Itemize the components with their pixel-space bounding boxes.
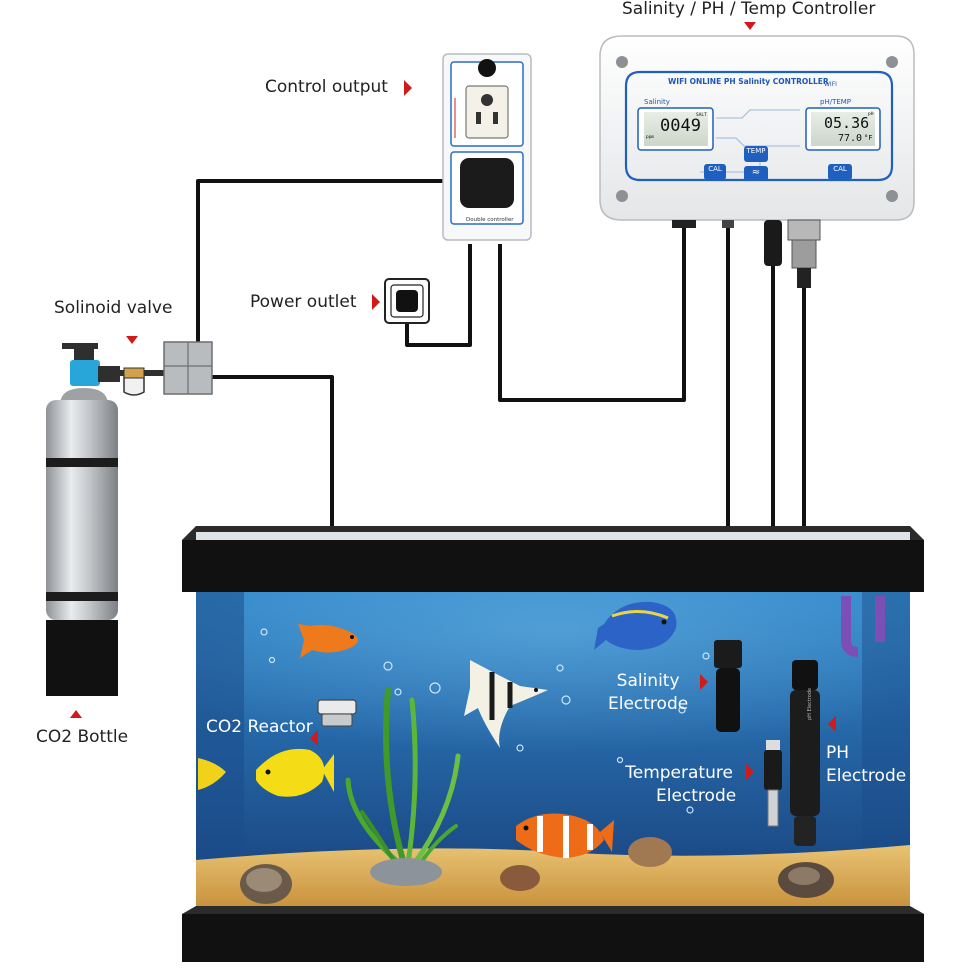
label-power-outlet: Power outlet <box>250 292 357 312</box>
rocks <box>240 837 834 904</box>
label-salinity-line1: Salinity <box>616 671 680 691</box>
temp-button[interactable]: TEMP <box>744 146 768 162</box>
fish-blue-tang <box>594 601 677 650</box>
label-temperature-line1: Temperature <box>625 763 733 783</box>
controller-device <box>599 35 915 288</box>
label-ph-line1: PH <box>826 743 850 763</box>
label-salinity-electrode: Salinity Electrode <box>608 670 688 716</box>
output-box <box>442 53 532 241</box>
marker-control-output <box>404 80 412 96</box>
marker-co2-reactor <box>310 730 318 746</box>
cable-box-to-controller <box>498 224 686 402</box>
wifi-button[interactable]: ≈ <box>744 166 768 181</box>
cal-right-button[interactable]: CAL <box>828 164 852 180</box>
temp-unit: °F <box>864 134 873 142</box>
power-outlet <box>384 278 430 324</box>
label-solenoid-valve: Solinoid valve <box>54 298 173 318</box>
cable-output-to-valve <box>196 179 462 345</box>
salinity-electrode <box>714 640 742 732</box>
salinity-unit: SALT <box>696 113 707 118</box>
co2-reactor <box>317 699 357 727</box>
fish-clownfish <box>516 813 614 858</box>
temp-reading: 77.0 <box>838 133 863 144</box>
fish-angelfish <box>464 660 548 748</box>
fish-yellow-left <box>198 758 226 790</box>
label-control-output: Control output <box>265 77 388 97</box>
marker-controller <box>744 22 756 30</box>
temperature-electrode <box>764 740 782 827</box>
marker-co2-bottle <box>70 710 82 718</box>
fish-orange-small <box>298 624 358 658</box>
pointer-markers <box>70 22 836 780</box>
ph-panel-title: pH/TEMP <box>820 98 852 106</box>
salinity-panel-title: Salinity <box>644 98 670 106</box>
label-temperature-line2: Electrode <box>656 785 737 806</box>
ph-unit: pH <box>868 112 874 117</box>
label-co2-reactor: CO2 Reactor <box>206 717 313 737</box>
label-ph-electrode: PH Electrode <box>826 742 906 788</box>
label-temperature-electrode: Temperature Electrode <box>622 762 736 808</box>
cable-box-to-outlet <box>405 244 472 347</box>
marker-salinity-electrode <box>700 674 708 690</box>
salinity-reading: 0049 <box>660 116 701 136</box>
ph-reading: 05.36 <box>824 114 870 132</box>
label-salinity-line2: Electrode <box>608 693 689 714</box>
ph-electrode-print: pH Electrode <box>807 687 813 720</box>
fish-yellow-tang <box>256 748 334 797</box>
label-ph-line2: Electrode <box>826 765 907 786</box>
salinity-sub-unit: ppm <box>646 135 655 140</box>
solenoid-valve <box>123 341 213 396</box>
marker-solenoid-valve <box>126 336 138 344</box>
marker-ph-electrode <box>828 716 836 732</box>
co2-bottle <box>46 343 160 696</box>
label-controller: Salinity / PH / Temp Controller <box>622 0 876 19</box>
wifi-icon: ≈ <box>751 167 761 178</box>
marker-temperature-electrode <box>746 764 754 780</box>
cal-left-button[interactable]: CAL <box>704 164 726 180</box>
bubbles <box>260 628 710 814</box>
ph-electrode <box>790 660 820 846</box>
label-co2-bottle: CO2 Bottle <box>36 727 129 747</box>
output-box-footer: Double controller <box>466 217 514 223</box>
controller-wifi-label: WIFI <box>824 81 837 88</box>
controller-brand-title: WIFI ONLINE PH Salinity CONTROLLER <box>668 77 829 86</box>
marker-power-outlet <box>372 294 380 310</box>
